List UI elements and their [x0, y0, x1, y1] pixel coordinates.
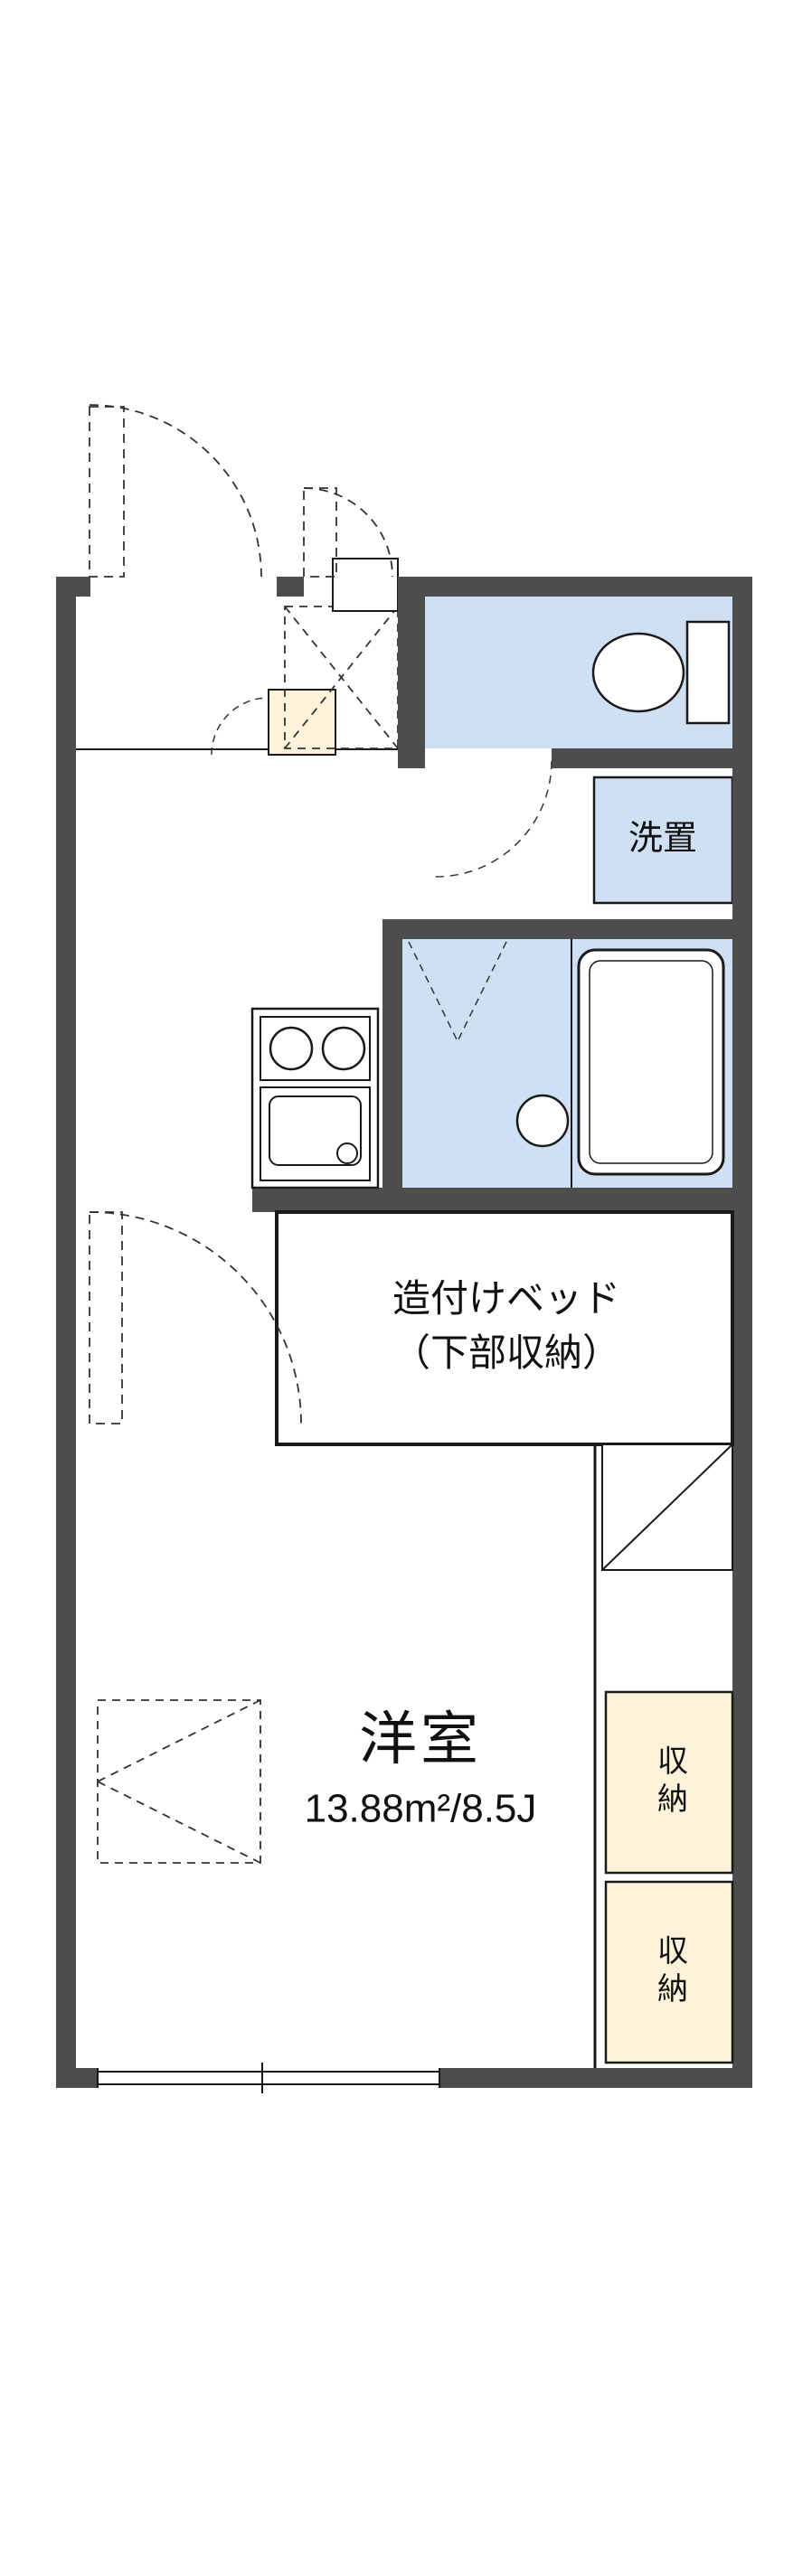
storage-bottom-label: 収納 [652, 1934, 687, 2010]
bathtub [577, 948, 725, 1176]
storage-top-label: 収納 [652, 1744, 687, 1820]
walls [56, 577, 752, 2088]
toilet-fixture [591, 620, 731, 725]
bath-left-wall [382, 919, 402, 1188]
toilet-door-swing [435, 760, 552, 878]
shoe-cabinet [268, 689, 336, 756]
futon-space-outline [97, 1699, 261, 1864]
washer-label: 洗置 [628, 820, 698, 859]
faucet [336, 1142, 358, 1164]
room-size-label: 13.88m²/8.5J [304, 1786, 537, 1831]
storage-bottom-box [604, 1880, 734, 2064]
room-name-label: 洋室 [359, 1706, 482, 1772]
side-door-swing [303, 487, 393, 578]
built-in-bed [275, 1210, 734, 1446]
entrance-door-swing [89, 404, 262, 578]
washer-space [592, 776, 734, 905]
toilet-bottom-wall [552, 748, 752, 768]
shoe-cabinet-door-swing [211, 697, 269, 756]
toilet-tank [685, 620, 731, 725]
bed-label-line2: （下部収納） [392, 1330, 621, 1374]
burner-right [321, 1026, 366, 1071]
room-door-swing [89, 1211, 302, 1424]
bottom-wall-left [56, 2068, 98, 2088]
top-wall-right [398, 577, 752, 597]
kitchen-unit [250, 1007, 380, 1189]
counter-diagonal [601, 1443, 733, 1571]
top-wall-left [56, 577, 90, 597]
left-wall [56, 577, 76, 2088]
wash-drain [515, 1094, 570, 1148]
bath-kitchen-bottom-wall [252, 1188, 752, 1212]
top-wall-mid [277, 577, 304, 597]
room-door-leaf [89, 1211, 123, 1424]
bed-label-line1: 造付けベッド [392, 1276, 621, 1320]
counter-space [601, 1443, 733, 1571]
side-door-step [332, 558, 399, 612]
bottom-wall-right [439, 2068, 752, 2088]
bath-folding-door [408, 941, 507, 1042]
right-wall [732, 577, 752, 2088]
window [97, 2063, 440, 2093]
entrance-door-leaf [89, 406, 125, 578]
entrance-toilet-divider [398, 597, 425, 768]
toilet-bowl [591, 632, 685, 713]
bath-top-wall [382, 919, 752, 939]
burner-left [269, 1026, 314, 1071]
storage-top-box [604, 1690, 734, 1875]
side-door-leaf [303, 487, 337, 578]
refrigerator-space [284, 606, 399, 749]
